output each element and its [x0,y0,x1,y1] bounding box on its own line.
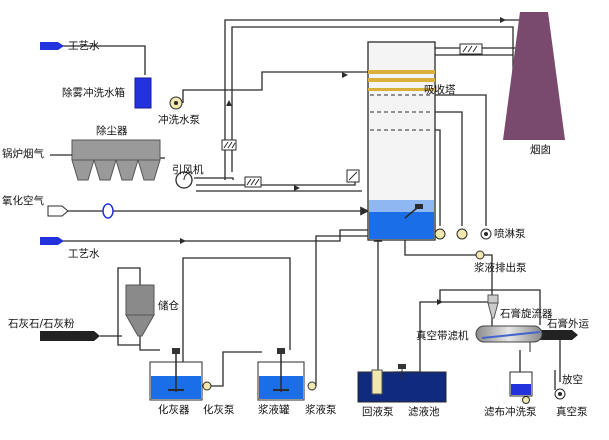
label-process-water-top: 工艺水 [68,40,100,52]
label-mist-tank: 除雾冲洗水箱 [62,87,125,99]
label-slurry-pump: 浆液泵 [305,404,337,416]
inlet-arrows [40,42,64,245]
label-boiler-flue-gas: 锅炉烟气 [2,148,44,160]
fan-line [194,177,234,180]
spray-pumps-shape [434,228,492,240]
cloth-wash-tank-shape [509,371,533,404]
label-vacuum-pump: 真空泵 [556,406,588,418]
label-return-pump: 回液泵 [362,406,394,418]
filter-water-line [540,334,561,382]
gypsum-outlet [540,330,578,340]
lime-loop [182,257,291,370]
silo-outlet [139,336,160,351]
label-lime-pump: 化灰泵 [203,404,235,416]
mist-tank-shape [134,77,152,109]
label-vacuum-belt-filter: 真空带滤机 [416,330,469,342]
label-lime-slaker: 化灰器 [158,404,190,416]
filtrate-tank-shape [357,364,447,403]
label-slurry-discharge-pump: 浆液排出泵 [474,262,527,274]
vacuum-belt-filter-shape [475,325,543,352]
label-spray-pump: 喷淋泵 [494,228,526,240]
label-vent: 放空 [562,374,583,386]
label-chimney: 烟囱 [530,144,551,156]
process-water-line-top [62,45,146,75]
lime-slaker-shape [149,348,203,401]
flush-water-line [182,71,368,103]
label-limestone-powder: 石灰石/石灰粉 [8,318,75,330]
lime-pump-line [211,351,262,387]
slurry-discharge-pump-shape [475,250,485,260]
label-slurry-tank: 浆液罐 [258,404,290,416]
induced-fan-shape [175,171,193,189]
label-filtrate-tank: 滤液池 [408,406,440,418]
limestone-inlet [40,331,100,341]
label-dust-collector: 除尘器 [96,125,128,137]
cyclone-overflow [419,301,488,372]
absorber-tower-shape [367,41,436,241]
chimney-shape [503,12,565,140]
silo-top-feed [117,267,141,346]
filter-return [439,289,541,325]
gypsum-cyclone-shape [487,294,499,319]
oxidation-blower-shape [102,203,114,219]
flow-arrows [180,17,506,305]
label-storage-silo: 储仓 [158,300,179,312]
slurry-tank-shape [257,348,305,401]
slurry-feed-line [315,235,368,386]
flush-pump-shape [169,96,183,110]
slurry-discharge-line [404,234,493,295]
label-gypsum-out: 石膏外运 [547,318,589,330]
label-flush-pump: 冲洗水泵 [158,114,200,126]
vacuum-pump-shape [554,388,566,400]
oxidation-air-inlet [47,205,69,217]
dust-collector-shape [50,139,161,181]
label-cloth-wash-pump: 滤布冲洗泵 [484,406,537,418]
label-gypsum-cyclone: 石膏旋流器 [500,308,553,320]
label-oxidation-air: 氧化空气 [2,195,44,207]
slurry-pump-shape [307,381,317,391]
storage-silo-shape [125,284,155,337]
label-absorber: 吸收塔 [424,84,456,96]
label-induced-fan: 引风机 [172,164,204,176]
label-process-water-mid: 工艺水 [68,248,100,260]
lime-pump-shape [202,381,212,391]
dampers [221,43,483,188]
flue-to-tower [196,175,356,186]
